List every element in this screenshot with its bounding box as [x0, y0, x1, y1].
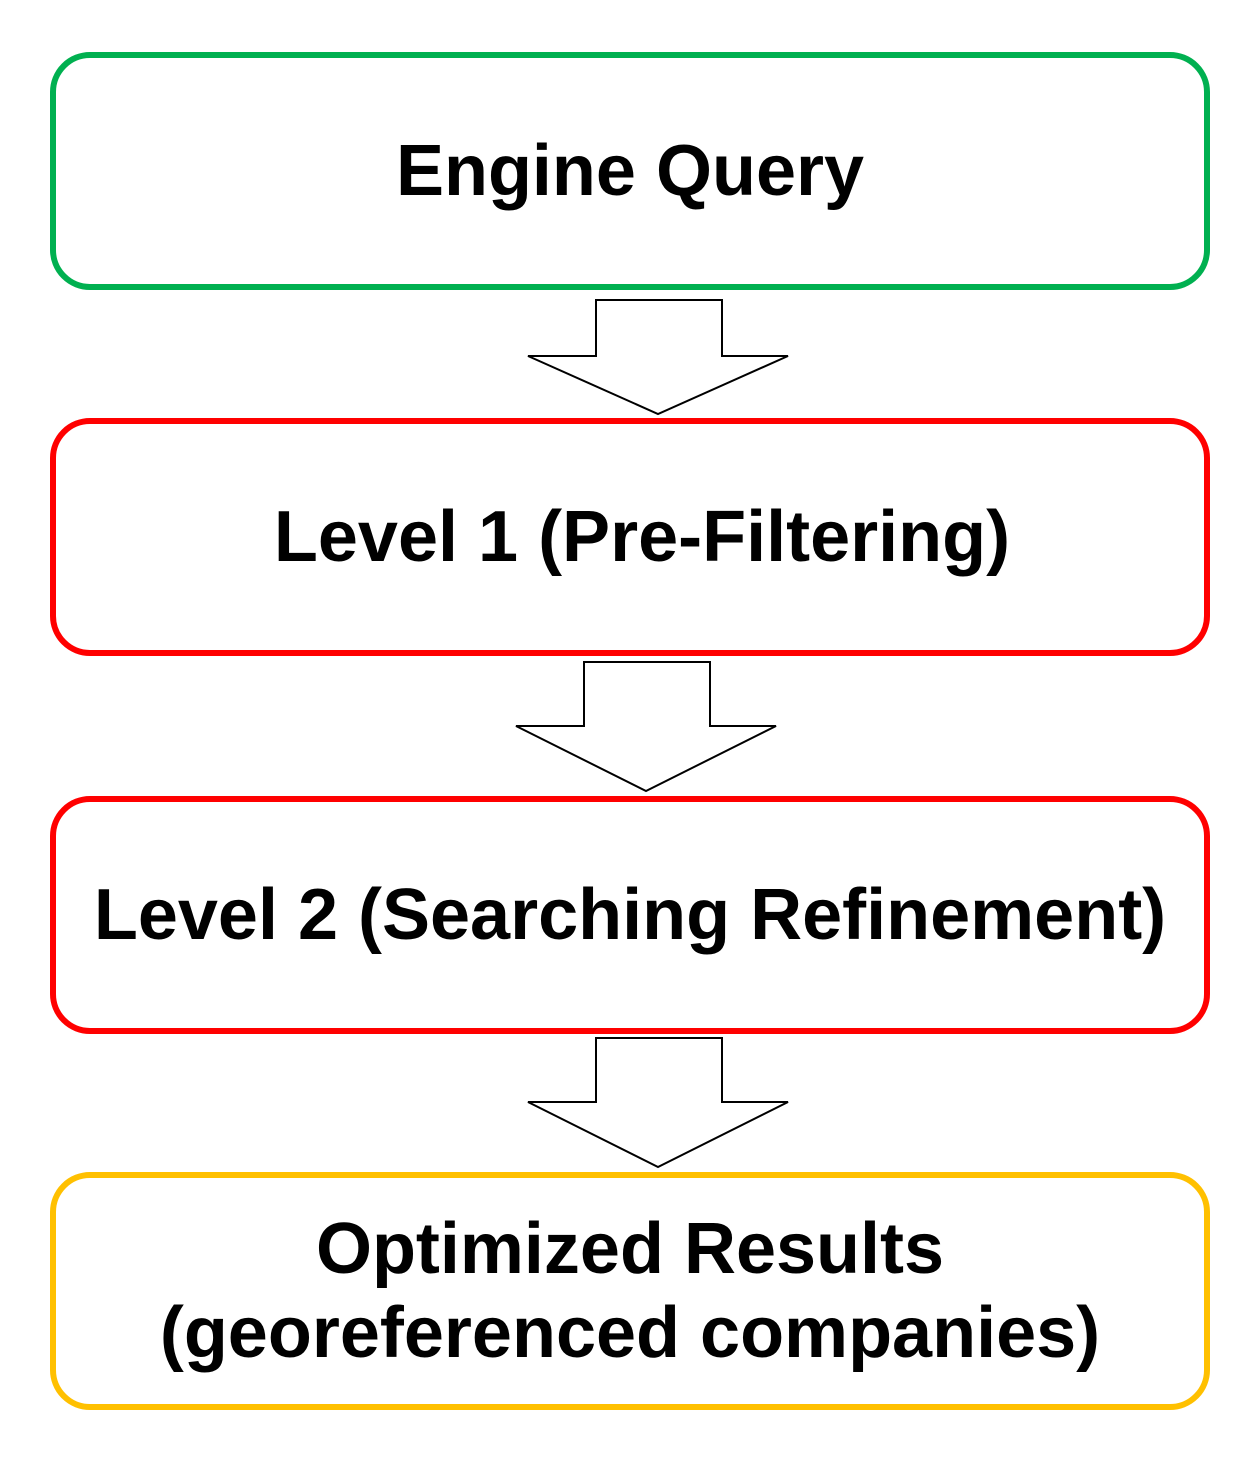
step-optimized-results-label-line1: Optimized Results: [315, 1208, 945, 1289]
down-arrow-3: [527, 1037, 789, 1169]
down-arrow-2: [515, 661, 777, 793]
down-arrow-1: [527, 299, 789, 416]
step-engine-query: Engine Query: [50, 52, 1210, 290]
step-optimized-results: Optimized Results (georeferenced compani…: [50, 1172, 1210, 1410]
step-engine-query-label: Engine Query: [395, 130, 865, 211]
step-level-1-label: Level 1 (Pre-Filtering): [273, 496, 1011, 577]
step-level-2-label: Level 2 (Searching Refinement): [93, 874, 1167, 955]
step-optimized-results-label-line2: (georeferenced companies): [159, 1293, 1101, 1373]
step-level-1-prefiltering: Level 1 (Pre-Filtering): [50, 418, 1210, 656]
step-level-2-searching-refinement: Level 2 (Searching Refinement): [50, 796, 1210, 1034]
